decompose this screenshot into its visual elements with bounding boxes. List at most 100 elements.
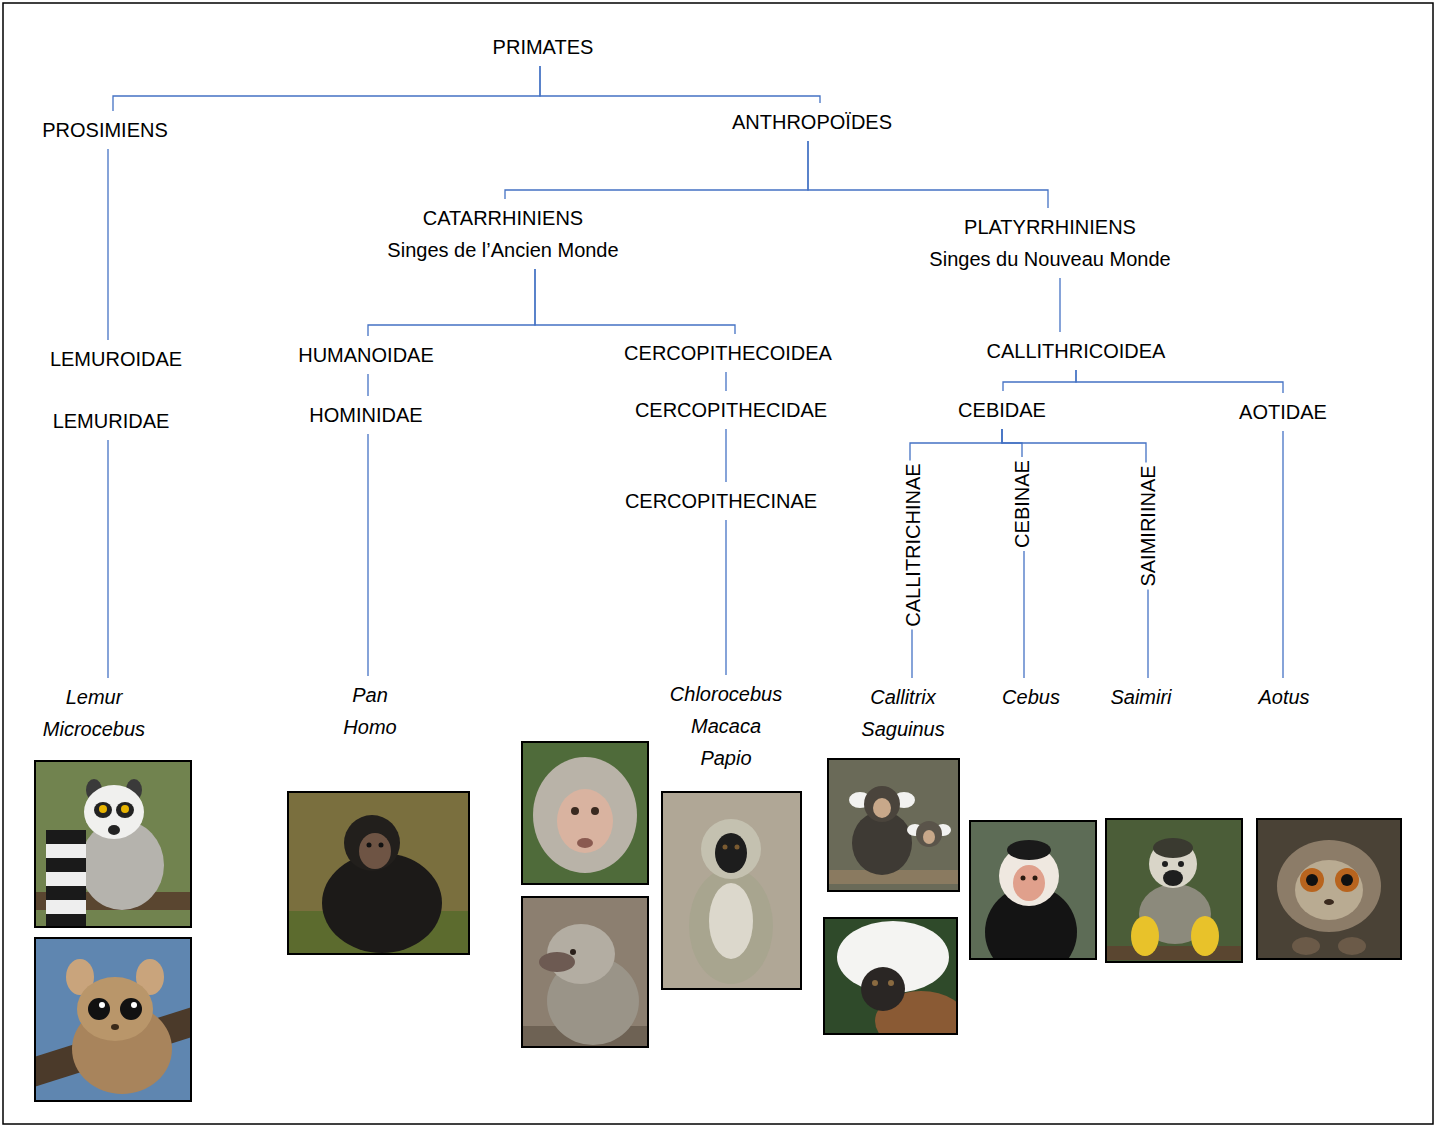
- eye: [1021, 876, 1026, 881]
- photo-frame: [1106, 819, 1242, 962]
- photo-frame: [1257, 819, 1401, 959]
- photo-ground: [827, 758, 960, 892]
- genus-group: Aotus: [1258, 681, 1309, 713]
- genus-name: Papio: [670, 742, 782, 774]
- taxon-name: CALLITHRICOIDEA: [987, 335, 1166, 367]
- genus-name: Aotus: [1258, 681, 1309, 713]
- taxon-label: CALLITHRICOIDEA: [987, 335, 1166, 367]
- eye: [1162, 861, 1168, 867]
- genus-name: Chlorocebus: [670, 678, 782, 710]
- black-cap: [1007, 840, 1051, 860]
- tamarin-photo: [823, 917, 967, 1051]
- taxon-label: CEBINAE: [1010, 460, 1034, 548]
- taxon-name: SAIMIRIINAE: [1135, 465, 1159, 586]
- taxon-label: ANTHROPOÏDES: [732, 106, 892, 138]
- marmoset-face: [873, 798, 891, 818]
- photo-ground: [521, 741, 649, 885]
- vervet-head: [701, 819, 761, 879]
- genus-name: Saimiri: [1110, 681, 1171, 713]
- macaque-face: [557, 789, 613, 853]
- marmoset-head: [864, 786, 900, 822]
- eye-patch: [116, 802, 134, 818]
- eye: [120, 998, 142, 1020]
- tree-connector: [113, 66, 540, 111]
- macaque-photo: [521, 741, 649, 885]
- mouth: [577, 838, 593, 848]
- eye-glint: [99, 1002, 105, 1008]
- eye: [888, 980, 894, 986]
- genus-group: CallitrixSaguinus: [861, 681, 944, 745]
- tail-ring: [46, 830, 86, 844]
- eye-patch: [94, 802, 112, 818]
- outer-frame: [3, 3, 1433, 1124]
- pupil: [1306, 874, 1318, 886]
- photo-ground: [661, 791, 802, 990]
- tree-connector: [1076, 370, 1283, 393]
- taxon-label: CEBIDAE: [958, 394, 1046, 426]
- photo-frame: [35, 938, 191, 1101]
- nose: [111, 1024, 119, 1030]
- taxon-label: PRIMATES: [493, 31, 594, 63]
- taxon-label: LEMURIDAE: [53, 405, 170, 437]
- taxon-label: PLATYRRHINIENSSinges du Nouveau Monde: [929, 211, 1170, 275]
- taxon-name: PROSIMIENS: [42, 114, 168, 146]
- white-crest: [837, 921, 949, 993]
- branch: [1105, 946, 1243, 960]
- chimp-head: [344, 815, 400, 871]
- tree-connector: [910, 429, 1002, 461]
- capuchin-face: [1013, 865, 1045, 901]
- genus-name: Homo: [343, 711, 396, 743]
- tail-ring: [46, 858, 86, 872]
- eye: [1178, 861, 1184, 867]
- nose: [108, 825, 120, 835]
- photo-frame: [522, 897, 648, 1047]
- genus-name: Cebus: [1002, 681, 1060, 713]
- tree-connector: [367, 434, 368, 676]
- taxon-name: CERCOPITHECOIDEA: [624, 337, 832, 369]
- macaque-head: [533, 757, 637, 873]
- eye-glint: [131, 1002, 137, 1008]
- tree-connector: [1282, 431, 1283, 678]
- taxon-label: HOMINIDAE: [309, 399, 422, 431]
- tree-connector: [808, 141, 1048, 208]
- photo-ground: [34, 760, 192, 928]
- eye: [379, 843, 384, 848]
- tree-connector: [107, 440, 108, 678]
- taxon-label: CALLITRICHINAE: [900, 464, 924, 627]
- taxon-name: CERCOPITHECIDAE: [635, 394, 827, 426]
- eye: [367, 843, 372, 848]
- taxon-label: HUMANOIDAE: [298, 339, 434, 371]
- taxon-name: CERCOPITHECINAE: [625, 485, 817, 517]
- eye: [735, 845, 740, 850]
- nose: [1324, 899, 1334, 905]
- taxon-name: HOMINIDAE: [309, 399, 422, 431]
- tree-connector: [725, 520, 726, 675]
- paw: [1292, 937, 1320, 955]
- marmoset-photo: [827, 758, 960, 892]
- tree-connector: [911, 630, 912, 679]
- vervet-chest: [709, 883, 753, 959]
- mouse-lemur-photo: [34, 937, 192, 1102]
- taxon-name: CEBIDAE: [958, 394, 1046, 426]
- photo-ground: [1256, 818, 1402, 960]
- taxon-label: SAIMIRIINAE: [1135, 466, 1159, 587]
- genus-group: PanHomo: [343, 679, 396, 743]
- genus-group: ChlorocebusMacacaPapio: [670, 678, 782, 774]
- capuchin-photo: [969, 820, 1097, 978]
- taxon-label: LEMUROIDAE: [50, 343, 182, 375]
- genus-name: Microcebus: [43, 713, 145, 745]
- taxon-name: HUMANOIDAE: [298, 339, 434, 371]
- eye: [723, 845, 728, 850]
- tail-ring: [46, 886, 86, 900]
- taxon-name: PRIMATES: [493, 31, 594, 63]
- photo-ground: [34, 937, 192, 1102]
- tree-connector: [107, 149, 108, 340]
- eye: [121, 805, 129, 813]
- yellow-arm: [1191, 916, 1219, 956]
- photo-ground: [287, 791, 470, 955]
- taxon-name: LEMUROIDAE: [50, 343, 182, 375]
- night-monkey-head: [1277, 840, 1381, 932]
- tree-connector: [725, 372, 726, 391]
- pupil: [1341, 874, 1353, 886]
